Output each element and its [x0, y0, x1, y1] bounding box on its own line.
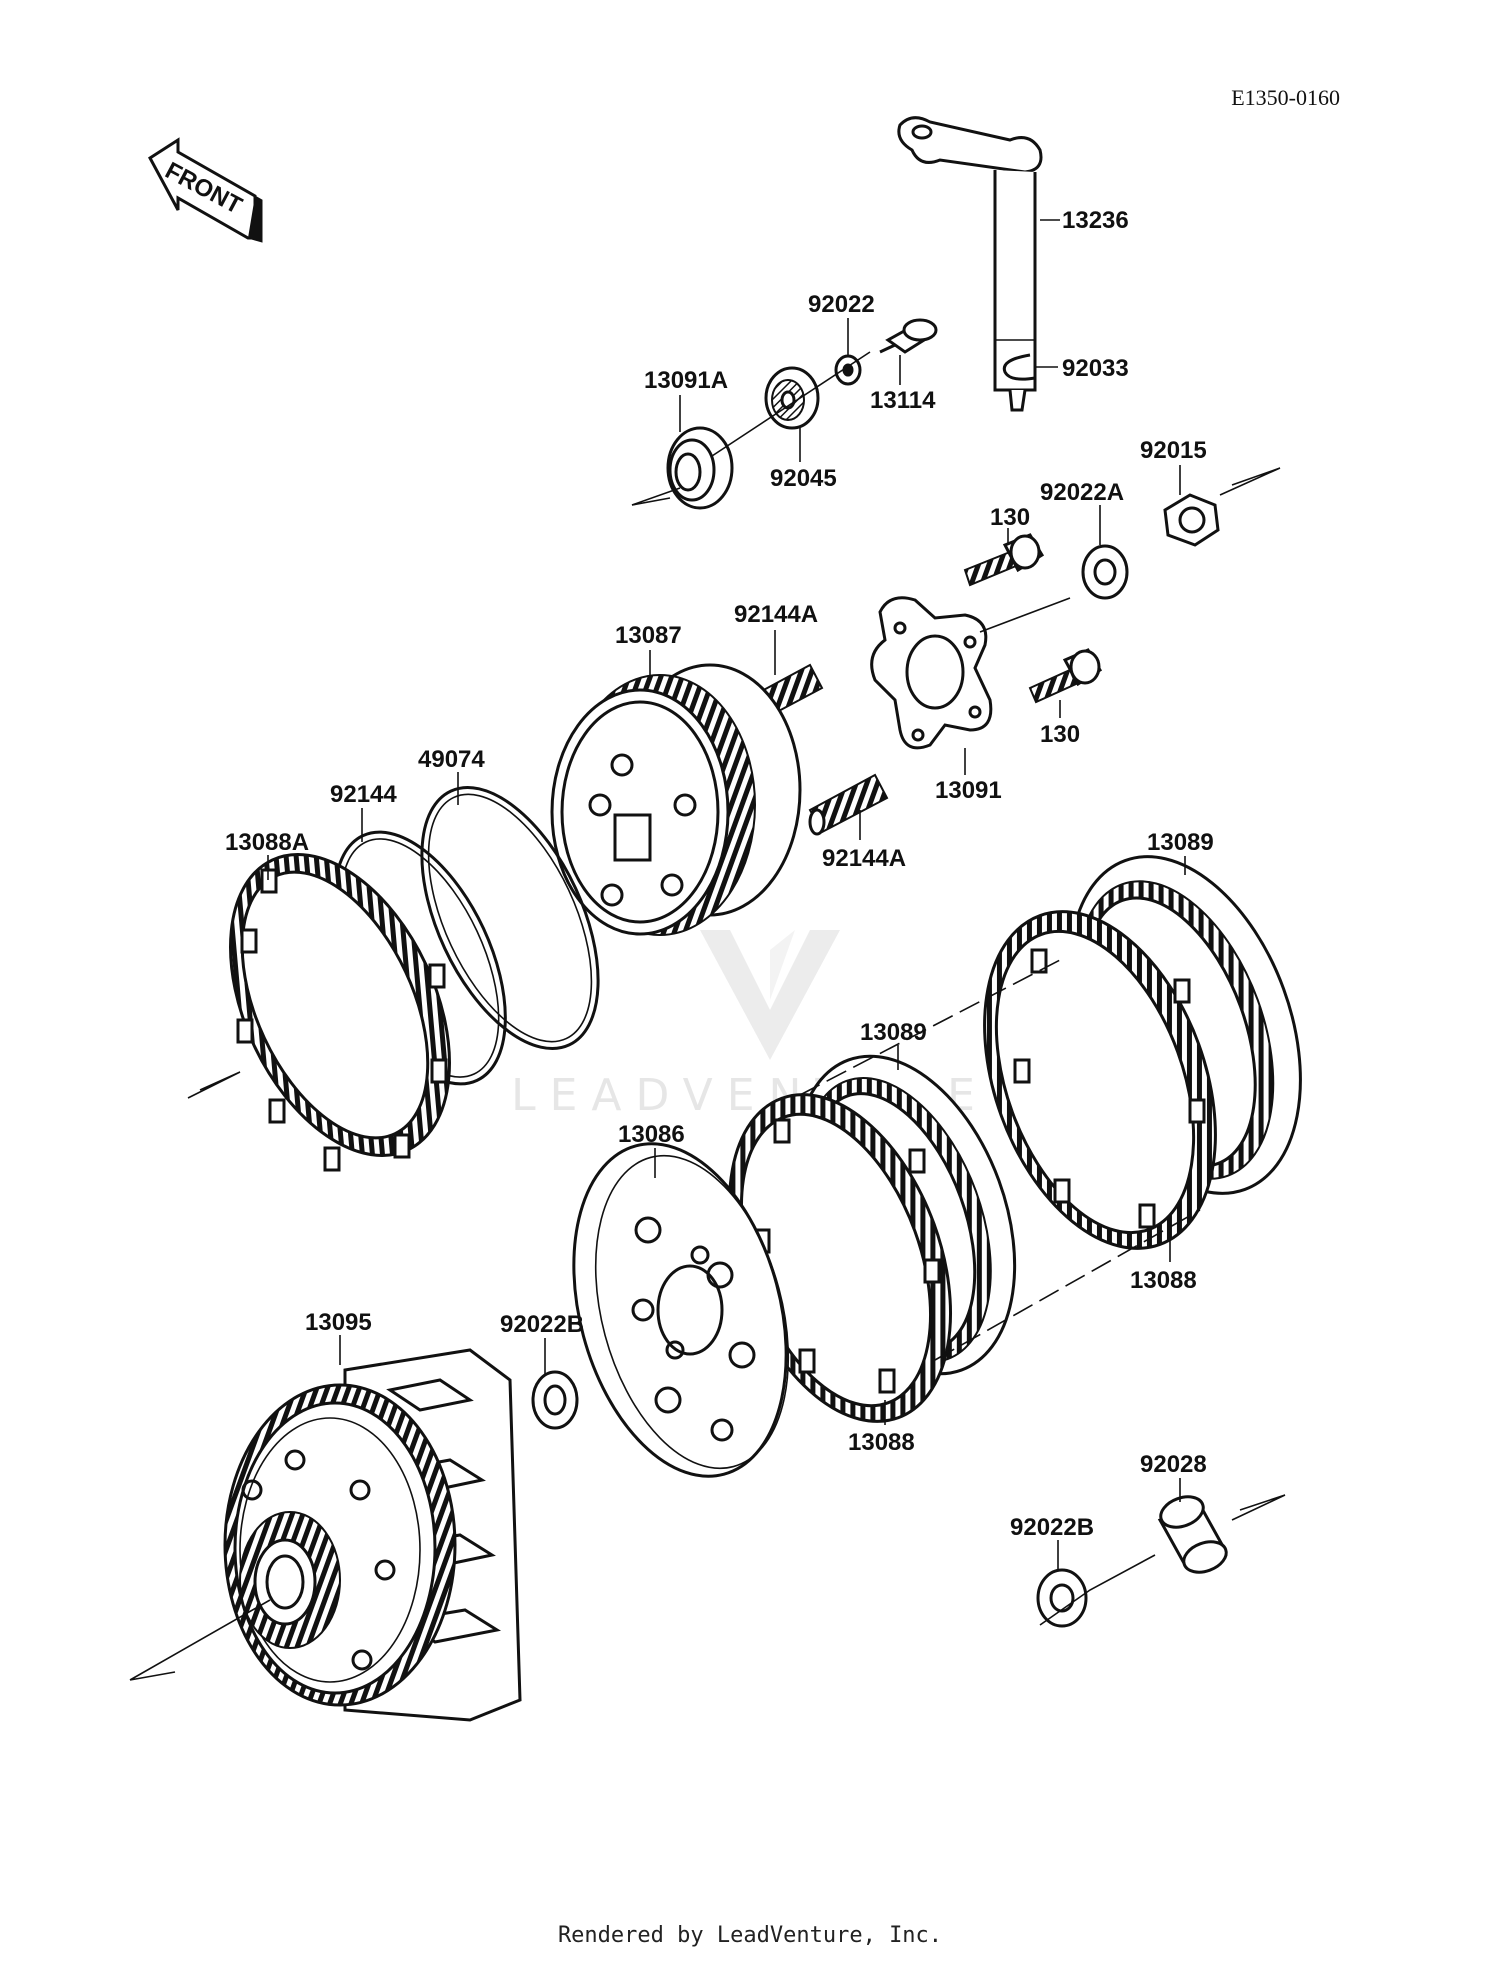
label-13089-mid: 13089: [860, 1019, 927, 1046]
label-130-bottom: 130: [1040, 721, 1080, 748]
part-13091-plate: [870, 596, 993, 750]
label-92022: 92022: [808, 291, 875, 318]
part-92022B-washer-left: [531, 1370, 579, 1430]
label-13091A: 13091A: [644, 367, 728, 394]
label-130-top: 130: [990, 504, 1030, 531]
label-92022B-left: 92022B: [500, 1311, 584, 1338]
label-92015: 92015: [1140, 437, 1207, 464]
label-92144A-bottom: 92144A: [822, 845, 906, 872]
label-49074: 49074: [418, 746, 485, 773]
label-13236: 13236: [1062, 207, 1129, 234]
part-92015-nut: [1163, 493, 1220, 547]
part-13114-pin: [879, 318, 938, 354]
part-13087-clutch-hub: [550, 663, 802, 936]
front-arrow-icon: FRONT: [148, 137, 263, 243]
part-130-bolt-top: [963, 533, 1045, 587]
label-13091: 13091: [935, 777, 1002, 804]
part-92045-bearing: [764, 366, 820, 430]
part-13088A-friction-plate: [229, 853, 451, 1172]
label-92144: 92144: [330, 781, 397, 808]
label-13087: 13087: [615, 622, 682, 649]
label-13089-right: 13089: [1147, 829, 1214, 856]
part-49074-ring: [420, 786, 600, 1050]
label-92028: 92028: [1140, 1451, 1207, 1478]
part-13236-release-lever: [897, 116, 1043, 412]
part-13095-clutch-housing: [223, 1348, 522, 1722]
label-13114: 13114: [870, 387, 936, 414]
diagram-code: E1350-0160: [1231, 85, 1340, 110]
part-92022A-washer: [1081, 544, 1129, 600]
label-92022B-right: 92022B: [1010, 1514, 1094, 1541]
part-92144A-spring-bottom: [808, 773, 889, 836]
label-13088-mid: 13088: [848, 1429, 915, 1456]
label-13086: 13086: [618, 1121, 685, 1148]
label-13088-right: 13088: [1130, 1267, 1197, 1294]
label-13095: 13095: [305, 1309, 372, 1336]
part-13091A-oil-seal: [666, 426, 734, 510]
part-92028-collar: [1157, 1495, 1228, 1574]
part-92033-circlip: [1002, 353, 1036, 381]
part-13088-friction-plate-right: [983, 910, 1217, 1250]
label-92144A-top: 92144A: [734, 601, 818, 628]
label-13088A: 13088A: [225, 829, 309, 856]
part-130-bolt-bottom: [1028, 648, 1103, 704]
part-92022B-washer-right: [1036, 1568, 1088, 1628]
label-92045: 92045: [770, 465, 837, 492]
part-13086-pressure-plate: [572, 1142, 790, 1478]
footer-credit: Rendered by LeadVenture, Inc.: [558, 1923, 942, 1948]
label-92022A: 92022A: [1040, 479, 1124, 506]
label-92033: 92033: [1062, 355, 1129, 382]
